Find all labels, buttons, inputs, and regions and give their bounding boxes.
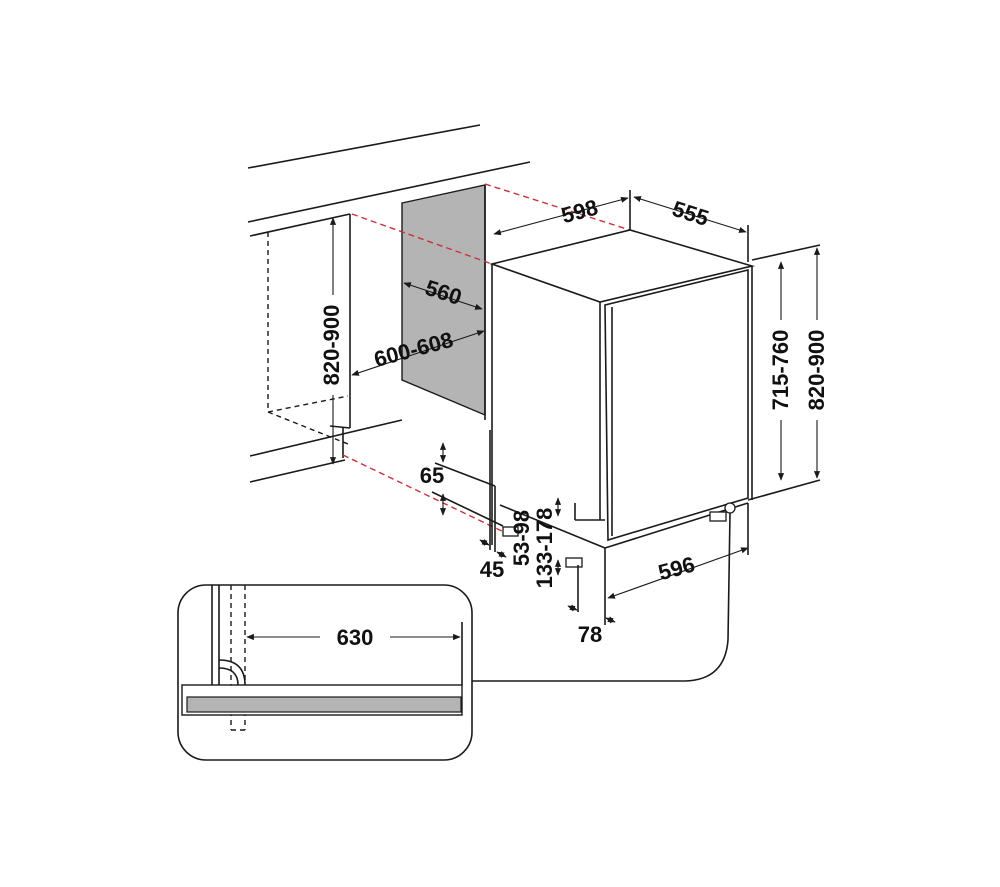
label-65: 65	[420, 463, 444, 488]
dishwasher	[472, 229, 756, 682]
foot	[502, 526, 519, 537]
kitchen-niche	[247, 124, 531, 483]
label-133-178: 133-178	[532, 508, 557, 589]
label-45: 45	[480, 557, 504, 582]
alignment-guides	[342, 183, 631, 535]
detail-inset	[177, 584, 473, 761]
dimension-lines	[329, 190, 821, 625]
foot	[709, 511, 727, 522]
label-78: 78	[578, 622, 602, 647]
label-820-900-left: 820-900	[319, 305, 344, 386]
foot	[565, 557, 583, 568]
label-630: 630	[337, 625, 374, 650]
label-820-900-right: 820-900	[804, 330, 829, 411]
detail-marker	[724, 502, 736, 514]
door-panel	[186, 696, 462, 713]
label-598: 598	[559, 195, 601, 229]
label-555: 555	[669, 196, 712, 231]
label-596: 596	[656, 552, 698, 586]
label-715-760: 715-760	[768, 330, 793, 411]
label-53-98: 53-98	[509, 510, 534, 566]
